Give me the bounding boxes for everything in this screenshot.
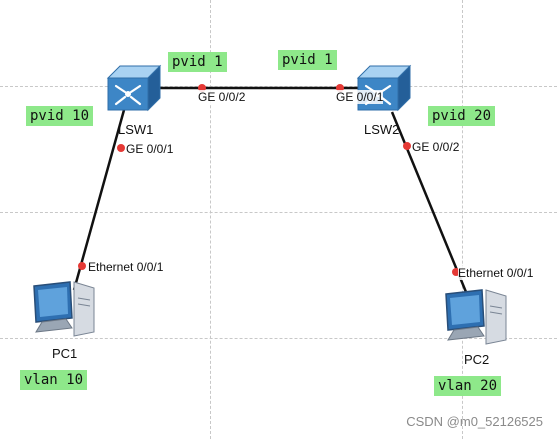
port-label-lsw2-ge001: GE 0/0/1 xyxy=(336,90,384,104)
grid-line xyxy=(0,212,557,213)
grid-line xyxy=(0,86,557,87)
port-dot xyxy=(117,144,125,152)
pvid-tag-lsw2-access: pvid 20 xyxy=(428,106,496,126)
pc2-label: PC2 xyxy=(464,352,490,367)
port-dot xyxy=(403,142,411,150)
lsw2-label: LSW2 xyxy=(364,122,400,137)
pvid-tag-lsw2-trunk: pvid 1 xyxy=(278,50,337,70)
pvid-tag-lsw1-trunk: pvid 1 xyxy=(168,52,227,72)
vlan-tag-pc2: vlan 20 xyxy=(434,376,502,396)
grid-line xyxy=(0,338,557,339)
port-dot xyxy=(78,262,86,270)
grid-line xyxy=(462,0,463,439)
link-lsw2-pc2 xyxy=(390,111,468,293)
lsw1-label: LSW1 xyxy=(118,122,154,137)
port-label-pc2-eth: Ethernet 0/0/1 xyxy=(458,266,534,280)
pc1-label: PC1 xyxy=(52,346,78,361)
port-label-lsw1-ge002: GE 0/0/2 xyxy=(198,90,246,104)
switch-icon[interactable] xyxy=(106,60,162,116)
vlan-tag-pc1: vlan 10 xyxy=(20,370,88,390)
port-label-lsw2-ge002: GE 0/0/2 xyxy=(412,140,460,154)
pc-icon[interactable] xyxy=(440,286,512,348)
port-label-lsw1-ge001: GE 0/0/1 xyxy=(126,142,174,156)
pc-icon[interactable] xyxy=(28,278,100,340)
link-lsw1-pc1 xyxy=(72,109,126,291)
pvid-tag-lsw1-access: pvid 10 xyxy=(26,106,94,126)
watermark: CSDN @m0_52126525 xyxy=(406,414,543,429)
grid-line xyxy=(210,0,211,439)
switch-icon[interactable] xyxy=(356,60,412,116)
port-label-pc1-eth: Ethernet 0/0/1 xyxy=(88,260,164,274)
